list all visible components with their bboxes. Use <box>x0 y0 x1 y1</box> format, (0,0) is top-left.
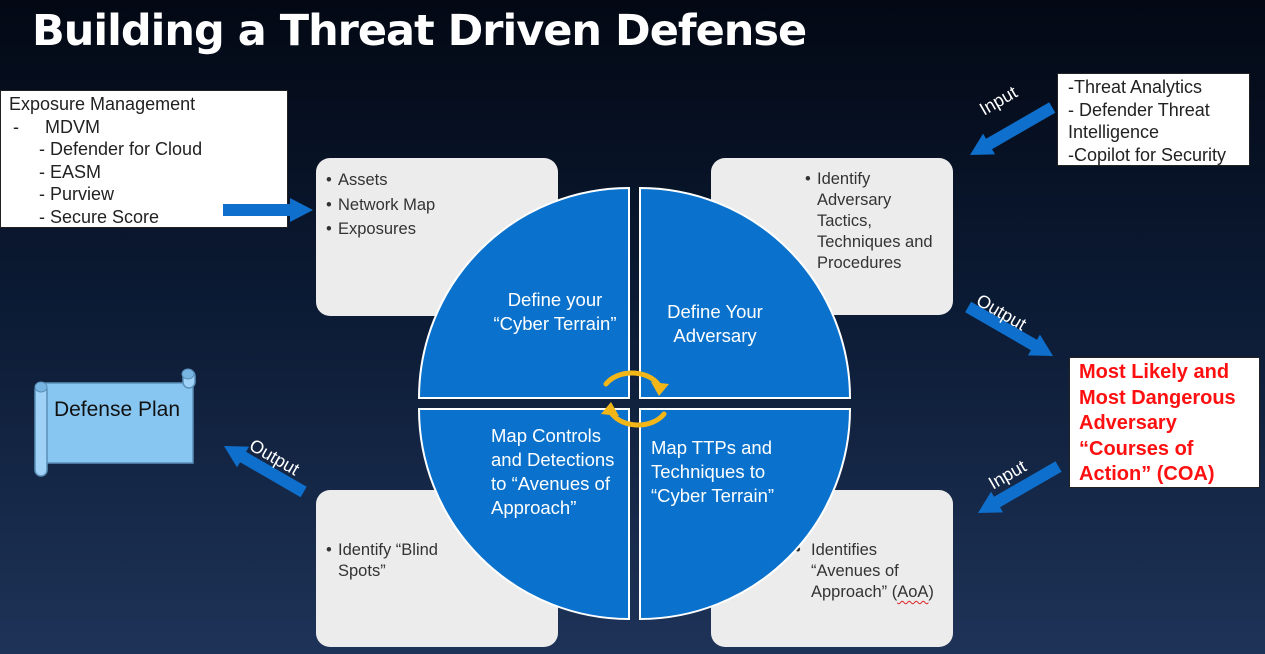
quadrant-label-cyber-terrain: Define your “Cyber Terrain” <box>493 289 617 334</box>
intel-line: -Threat Analytics <box>1068 77 1203 97</box>
exposure-dash: - <box>13 116 19 137</box>
card-bullet: Identify “Blind Spots” <box>338 541 438 580</box>
threat-intel-box: -Threat Analytics - Defender Threat Inte… <box>1057 73 1250 166</box>
card-bullet: Network Map <box>338 195 436 214</box>
coa-box: Most Likely and Most Dangerous Adversary… <box>1069 357 1260 488</box>
card-bullet: Identifies “Avenues of Approach” (AoA) <box>811 541 934 601</box>
exposure-item: - Secure Score <box>39 206 160 227</box>
quadrant-top-right <box>639 186 852 399</box>
arrow-right-icon <box>223 198 313 222</box>
cycle-arrowhead-icon <box>601 402 619 416</box>
arrow-down-left-icon <box>978 461 1062 513</box>
exposure-item: - Defender for Cloud <box>39 139 203 159</box>
arrow-up-left-icon <box>224 446 307 498</box>
defense-plan-label: Defense Plan <box>53 398 181 421</box>
card-bullet: Identify Adversary Tactics, Techniques a… <box>817 170 933 272</box>
quadrant-bottom-right <box>639 408 852 621</box>
exposure-main-item: - MDVM <box>9 116 279 139</box>
exposure-management-box: Exposure Management - MDVM - Defender fo… <box>0 90 288 228</box>
exposure-header: Exposure Management <box>9 94 196 114</box>
intel-line: - Defender Threat Intelligence <box>1068 99 1210 143</box>
quadrant-label-adversary: Define Your Adversary <box>667 301 763 346</box>
arrow-down-left-icon <box>970 102 1056 155</box>
card-bullet: Exposures <box>338 220 416 238</box>
quadrant-top-left <box>417 186 630 399</box>
quadrant-label-map-ttps: Map TTPs and Techniques to “Cyber Terrai… <box>651 437 775 506</box>
defense-plan-scroll-icon <box>34 368 196 477</box>
quadrant-label-map-controls: Map Controls and Detections to “Avenues … <box>491 425 615 518</box>
cycle-arrows-icon <box>603 370 667 428</box>
cycle-arrowhead-icon <box>651 382 669 396</box>
arrow-down-right-icon <box>965 301 1053 356</box>
quadrant-bottom-left <box>417 408 630 621</box>
intel-line: -Copilot for Security <box>1068 144 1227 165</box>
arrow-label-input-left: Input <box>234 180 275 200</box>
aoa-abbr: AoA <box>897 583 929 601</box>
exposure-mdvm: MDVM <box>45 116 100 137</box>
card-bullet: Assets <box>338 171 388 189</box>
slide-title: Building a Threat Driven Defense <box>32 6 807 56</box>
exposure-item: - Purview <box>39 184 115 204</box>
exposure-item: - EASM <box>39 161 102 182</box>
